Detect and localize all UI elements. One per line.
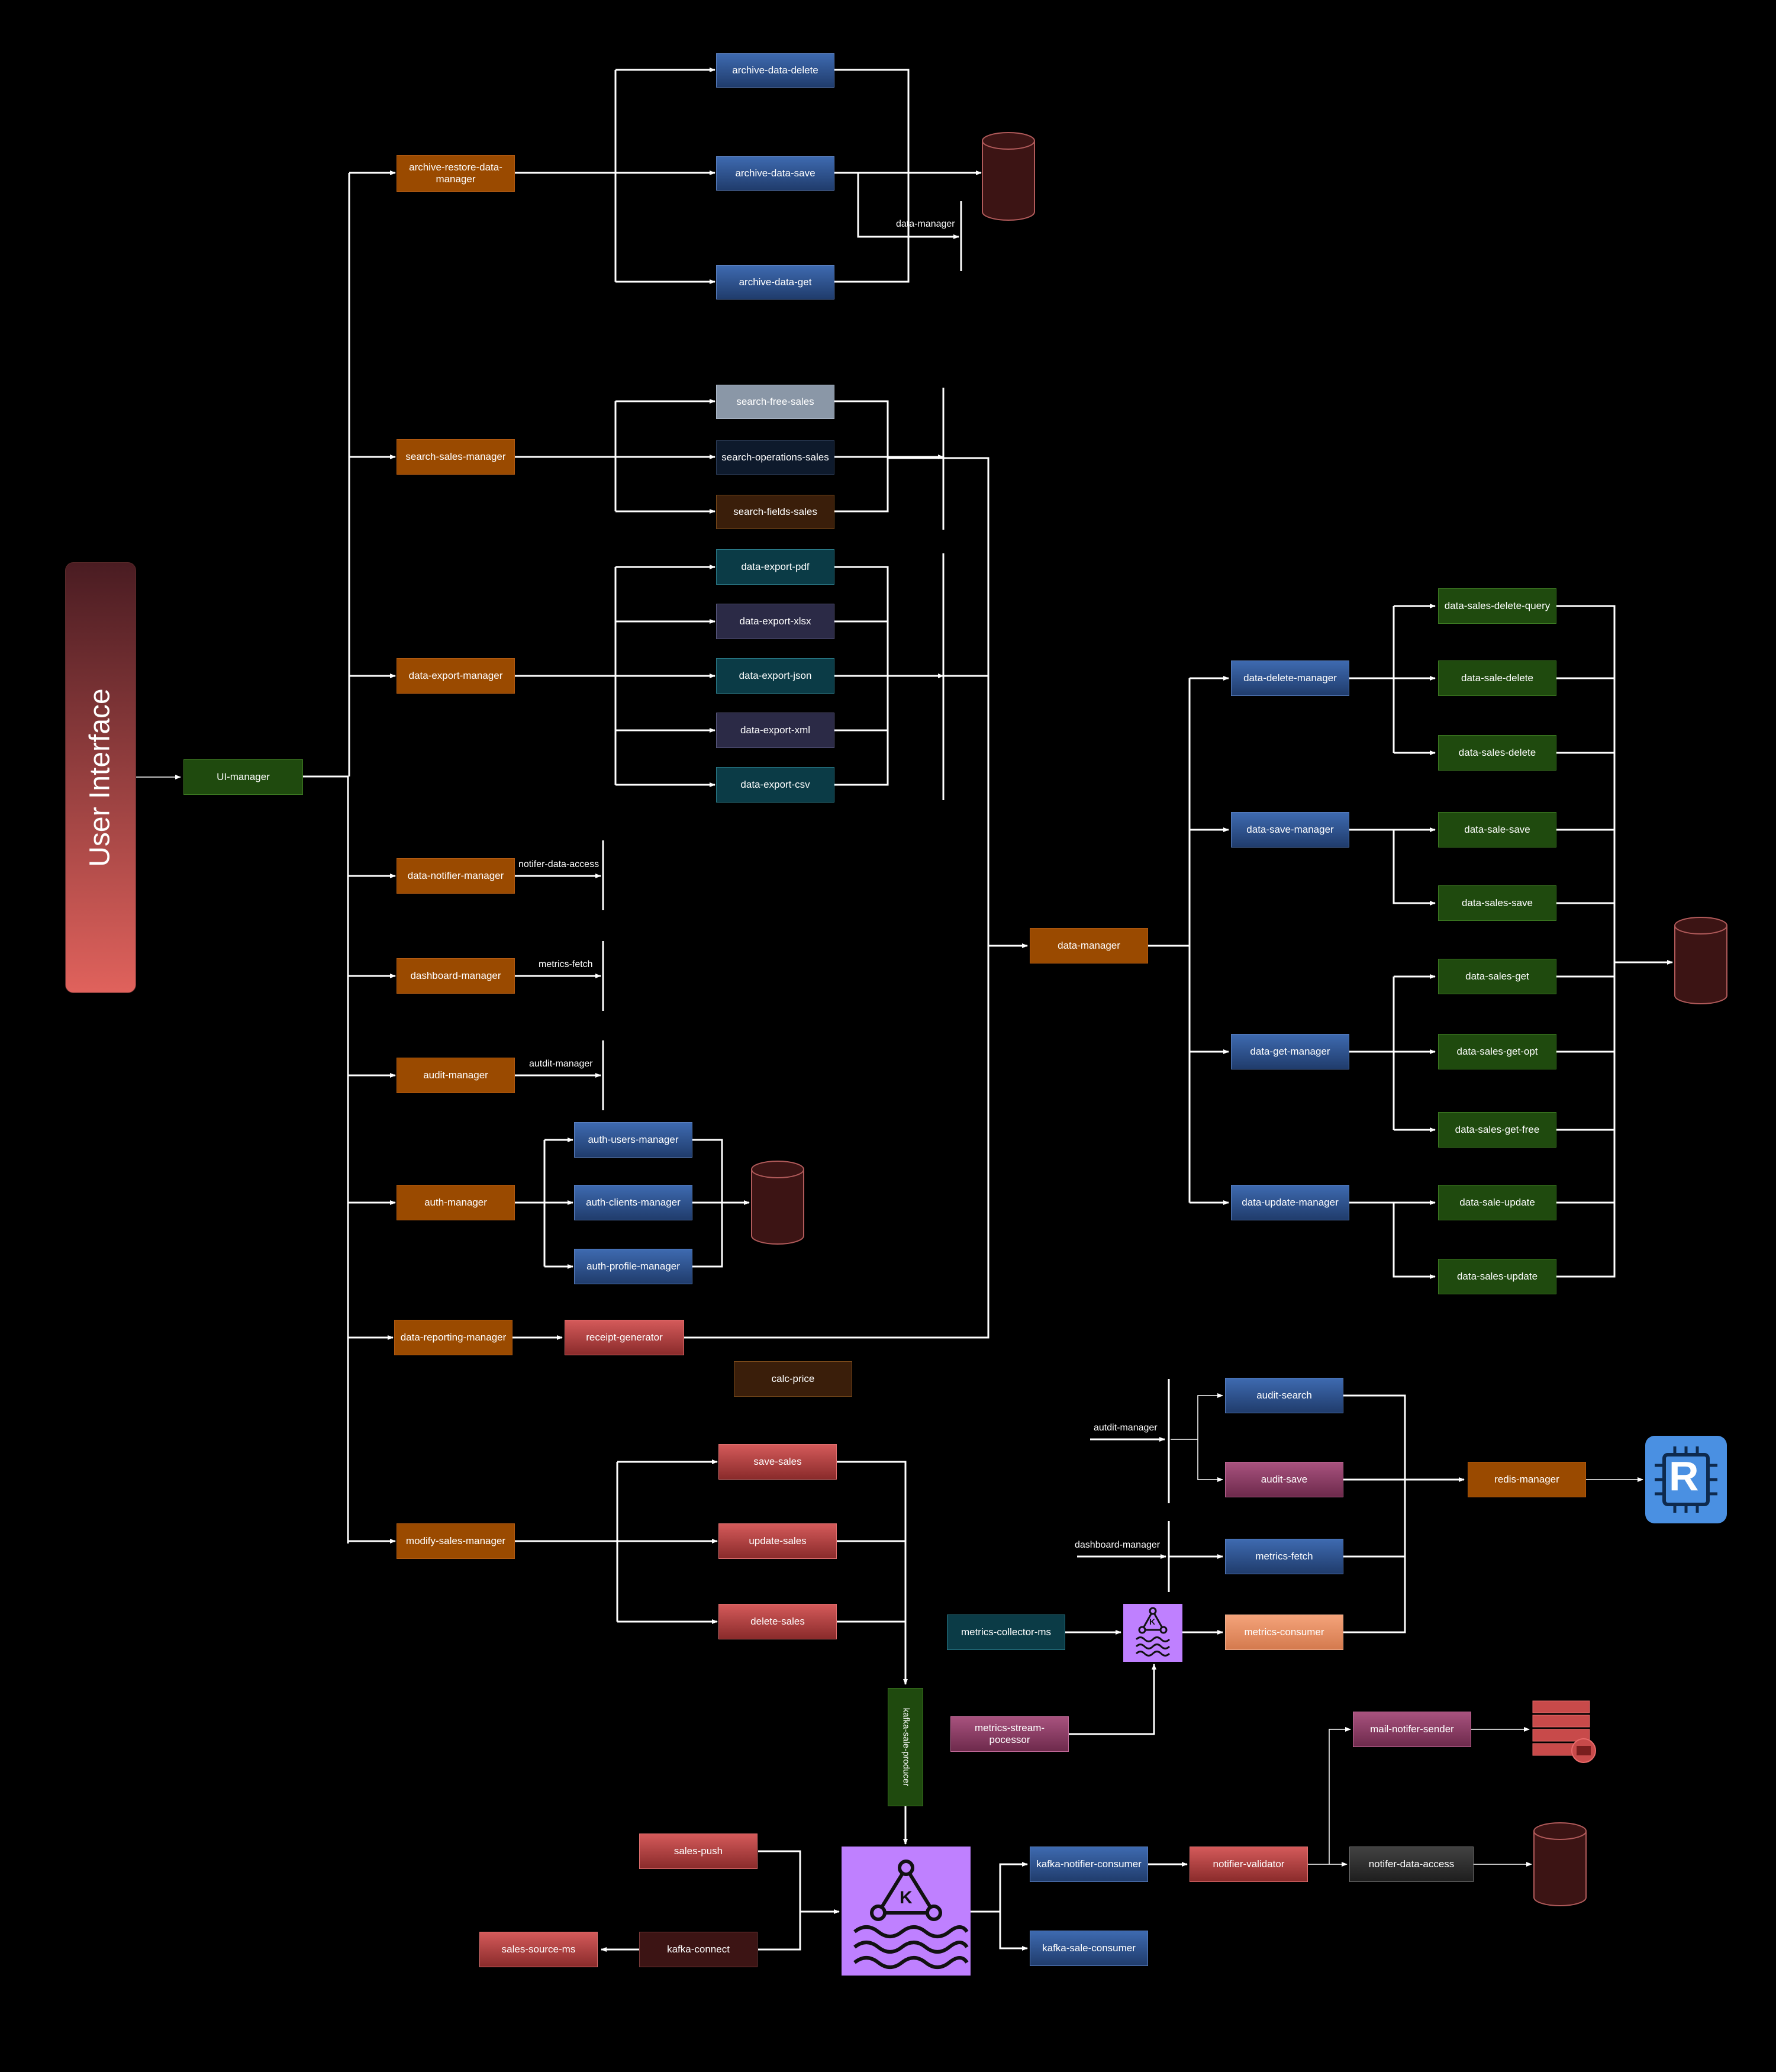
redis-icon: [1645, 1436, 1727, 1523]
edge-label-autdit-manager-2: autdit-manager: [1094, 1423, 1158, 1433]
metrics-collector-ms-node[interactable]: metrics-collector-ms: [947, 1615, 1065, 1650]
receipt-generator-node[interactable]: receipt-generator: [565, 1320, 684, 1355]
redis-manager-node[interactable]: redis-manager: [1468, 1462, 1586, 1497]
kafka-big-letter: K: [900, 1888, 913, 1907]
archive-data-get-node[interactable]: archive-data-get: [716, 265, 834, 299]
search-operations-sales-node[interactable]: search-operations-sales: [716, 440, 834, 475]
edge-label-notifer-data-access: notifer-data-access: [518, 859, 599, 869]
archive-data-delete-node[interactable]: archive-data-delete: [716, 53, 834, 88]
notifier-validator-node[interactable]: notifier-validator: [1190, 1847, 1308, 1882]
data-sales-save-node[interactable]: data-sales-save: [1438, 885, 1556, 921]
dashboard-manager-node[interactable]: dashboard-manager: [397, 958, 515, 994]
audit-search-node[interactable]: audit-search: [1225, 1378, 1343, 1413]
delete-sales-node[interactable]: delete-sales: [718, 1604, 837, 1639]
calc-price-node[interactable]: calc-price: [734, 1361, 852, 1397]
user-interface-panel[interactable]: User Interface: [65, 562, 136, 993]
user-interface-label: User Interface: [85, 688, 117, 867]
ui-manager-node[interactable]: UI-manager: [183, 759, 303, 795]
kafka-sale-producer-node[interactable]: kafka-sale-producer: [888, 1688, 923, 1806]
database-icon: [982, 132, 1035, 221]
search-free-sales-node[interactable]: search-free-sales: [716, 385, 834, 419]
save-sales-node[interactable]: save-sales: [718, 1444, 837, 1480]
data-sales-get-free-node[interactable]: data-sales-get-free: [1438, 1112, 1556, 1148]
auth-profile-manager-node[interactable]: auth-profile-manager: [574, 1249, 692, 1284]
data-sales-update-node[interactable]: data-sales-update: [1438, 1259, 1556, 1294]
sales-source-ms-node[interactable]: sales-source-ms: [479, 1932, 598, 1967]
data-get-manager-node[interactable]: data-get-manager: [1231, 1034, 1349, 1069]
data-sales-get-opt-node[interactable]: data-sales-get-opt: [1438, 1034, 1556, 1069]
notifer-data-access-node[interactable]: notifer-data-access: [1349, 1847, 1474, 1882]
data-sale-delete-node[interactable]: data-sale-delete: [1438, 660, 1556, 696]
search-fields-sales-node[interactable]: search-fields-sales: [716, 495, 834, 529]
redis-letter: R: [1669, 1453, 1699, 1499]
archive-restore-manager-node[interactable]: archive-restore-data-manager: [397, 155, 515, 192]
kafka-metrics-glyph: [1135, 1607, 1171, 1657]
metrics-stream-processor-node[interactable]: metrics-stream-pocessor: [950, 1716, 1069, 1752]
archive-data-save-node[interactable]: archive-data-save: [716, 156, 834, 191]
kafka-sale-producer-label: kafka-sale-producer: [901, 1707, 911, 1787]
data-export-json-node[interactable]: data-export-json: [716, 658, 834, 694]
data-export-xml-node[interactable]: data-export-xml: [716, 713, 834, 748]
data-export-xlsx-node[interactable]: data-export-xlsx: [716, 604, 834, 639]
edge-label-dashboard-manager: dashboard-manager: [1075, 1540, 1161, 1550]
data-export-csv-node[interactable]: data-export-csv: [716, 767, 834, 803]
metrics-consumer-node[interactable]: metrics-consumer: [1225, 1615, 1343, 1650]
database-icon: [751, 1161, 804, 1245]
kafka-sale-consumer-node[interactable]: kafka-sale-consumer: [1030, 1931, 1148, 1966]
data-sale-save-node[interactable]: data-sale-save: [1438, 812, 1556, 848]
kafka-small-letter: K: [1149, 1617, 1156, 1626]
edge-label-autdit-manager: autdit-manager: [529, 1059, 593, 1069]
edge-label-data-manager: data-manager: [896, 219, 955, 229]
auth-users-manager-node[interactable]: auth-users-manager: [574, 1122, 692, 1158]
search-sales-manager-node[interactable]: search-sales-manager: [397, 439, 515, 475]
kafka-connect-node[interactable]: kafka-connect: [639, 1932, 758, 1967]
modify-sales-manager-node[interactable]: modify-sales-manager: [397, 1523, 515, 1559]
audit-manager-node[interactable]: audit-manager: [397, 1058, 515, 1093]
kafka-broker-icon[interactable]: K: [842, 1847, 971, 1976]
audit-save-node[interactable]: audit-save: [1225, 1462, 1343, 1497]
sales-push-node[interactable]: sales-push: [639, 1833, 758, 1869]
data-sales-get-node[interactable]: data-sales-get: [1438, 959, 1556, 994]
data-sales-delete-node[interactable]: data-sales-delete: [1438, 735, 1556, 771]
data-export-manager-node[interactable]: data-export-manager: [397, 658, 515, 694]
data-export-pdf-node[interactable]: data-export-pdf: [716, 549, 834, 585]
kafka-metrics-icon[interactable]: K: [1123, 1604, 1182, 1662]
data-update-manager-node[interactable]: data-update-manager: [1231, 1185, 1349, 1220]
metrics-fetch-node[interactable]: metrics-fetch: [1225, 1539, 1343, 1574]
data-save-manager-node[interactable]: data-save-manager: [1231, 812, 1349, 848]
data-sales-delete-query-node[interactable]: data-sales-delete-query: [1438, 588, 1556, 624]
mail-server-icon: [1532, 1700, 1596, 1763]
data-manager-node[interactable]: data-manager: [1030, 928, 1148, 964]
auth-manager-node[interactable]: auth-manager: [397, 1185, 515, 1220]
data-delete-manager-node[interactable]: data-delete-manager: [1231, 660, 1349, 696]
data-reporting-manager-node[interactable]: data-reporting-manager: [394, 1320, 513, 1355]
kafka-broker-glyph: [853, 1860, 969, 1969]
database-icon: [1674, 917, 1727, 1004]
data-notifier-manager-node[interactable]: data-notifier-manager: [397, 858, 515, 894]
database-icon: [1533, 1822, 1587, 1906]
kafka-notifier-consumer-node[interactable]: kafka-notifier-consumer: [1030, 1847, 1148, 1882]
update-sales-node[interactable]: update-sales: [718, 1523, 837, 1559]
data-sale-update-node[interactable]: data-sale-update: [1438, 1185, 1556, 1220]
auth-clients-manager-node[interactable]: auth-clients-manager: [574, 1185, 692, 1220]
edge-label-metrics-fetch: metrics-fetch: [539, 959, 593, 969]
mail-notifer-sender-node[interactable]: mail-notifer-sender: [1353, 1712, 1471, 1747]
